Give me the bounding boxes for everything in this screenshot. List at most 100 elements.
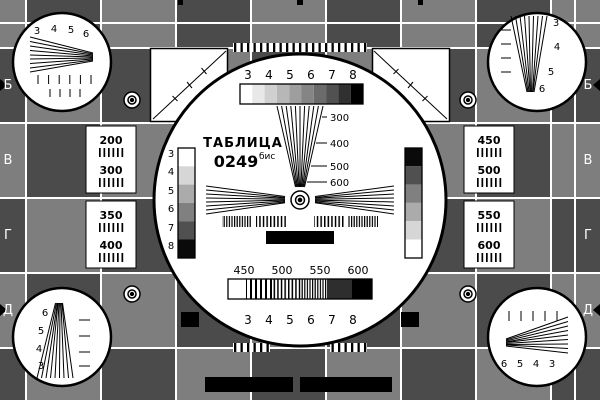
line-grating [256, 216, 286, 227]
tick-marks [79, 319, 90, 367]
bottom-castellation-comb-right [330, 343, 367, 352]
panel-value: 500 [478, 164, 501, 177]
frequency-burst [97, 223, 125, 232]
panel-value: 300 [100, 164, 123, 177]
wedge-number: 3 [549, 359, 555, 370]
row-letter: Д [3, 303, 13, 318]
row-letter: Г [4, 228, 12, 243]
row-letter: Б [584, 78, 593, 93]
corner-circle-bottom-right: 6 5 4 3 [486, 286, 588, 388]
wedge-labels: 300 400 500 600 [307, 113, 349, 189]
registration-target [459, 91, 477, 109]
row-letters-left: Б В Г Д [0, 78, 13, 318]
wedge-label: 500 [330, 162, 349, 173]
scale-number: 5 [286, 68, 294, 82]
horizontal-wedge-right [314, 185, 395, 215]
wedge-number: 5 [548, 67, 554, 78]
grayscale-bottom-numbers: 3 4 5 6 7 8 [244, 313, 357, 327]
row-letter: Г [584, 228, 592, 243]
tick-marks [508, 311, 558, 321]
row-marker-triangle [0, 304, 7, 316]
grayscale-top-numbers: 3 4 5 6 7 8 [244, 68, 357, 82]
side-panel-left-lower: 350 400 [85, 200, 137, 269]
row-letter: В [584, 153, 593, 168]
registration-target [123, 285, 141, 303]
center-bullseye [290, 190, 310, 210]
registration-targets [123, 91, 477, 303]
cropped-digit-mark [418, 0, 423, 5]
panel-value: 550 [478, 209, 501, 222]
registration-target [459, 285, 477, 303]
row-marker-triangle [593, 304, 600, 316]
wedge-number: 4 [51, 24, 57, 35]
card-title: ТАБЛИЦА [203, 136, 283, 151]
grayscale-bar-top [239, 83, 364, 105]
sync-bar-right [300, 377, 392, 392]
wedge-number: 6 [42, 308, 48, 319]
center-test-circle: 3 4 5 6 7 8 300 400 500 600 [152, 52, 448, 348]
row-letter: Д [583, 303, 593, 318]
wedge-number: 3 [34, 26, 40, 37]
wedge-number: 3 [553, 18, 559, 29]
bottom-castellation-comb-left [233, 343, 270, 352]
frequency-label: 550 [310, 264, 331, 277]
black-reference-bar [266, 231, 334, 244]
row-letter: В [4, 153, 13, 168]
black-reference-square-left [181, 312, 199, 327]
frequency-burst [97, 148, 125, 157]
card-number-suffix: бис [259, 152, 275, 162]
vertical-resolution-wedge [276, 105, 324, 188]
grid-line-right-edge [574, 0, 576, 400]
scale-number: 4 [168, 167, 174, 178]
wedge-number: 4 [554, 42, 560, 53]
tick-marks [501, 29, 511, 73]
top-crop-marks [178, 0, 423, 5]
scale-number: 6 [307, 68, 315, 82]
resolution-wedge [29, 36, 94, 73]
frequency-burst [475, 223, 503, 232]
frequency-burst [475, 148, 503, 157]
row-marker-triangle [593, 79, 600, 91]
side-panel-right-upper: 450 500 [463, 125, 515, 194]
resolution-wedge [505, 316, 569, 354]
frequency-bar-bottom [227, 278, 373, 300]
scale-number: 5 [168, 186, 174, 197]
scale-number: 4 [265, 68, 273, 82]
row-letter: Б [4, 78, 13, 93]
sync-bar-left [205, 377, 293, 392]
side-panel-right-lower: 550 600 [463, 200, 515, 269]
scale-number: 8 [349, 68, 357, 82]
wedge-number: 5 [38, 326, 44, 337]
top-castellation-comb [233, 43, 367, 52]
cropped-digit-mark [178, 0, 183, 5]
frequency-burst [475, 253, 503, 262]
grayscale-bar-right [404, 147, 423, 259]
side-panel-left-upper: 200 300 [85, 125, 137, 194]
wedge-label: 600 [330, 178, 349, 189]
frequency-burst [97, 253, 125, 262]
card-number: 0249 [214, 152, 259, 171]
scale-number: 8 [349, 313, 357, 327]
corner-circle-bottom-left: 6 5 4 3 [11, 286, 113, 388]
wedge-number: 4 [533, 359, 539, 370]
grayscale-bar-left [177, 147, 196, 259]
tick-marks [37, 75, 92, 97]
line-grating [348, 216, 378, 227]
panel-value: 350 [100, 209, 123, 222]
cropped-digit-mark [297, 0, 303, 5]
circle-outline [11, 11, 113, 113]
wedge-number: 6 [501, 359, 507, 370]
scale-number: 6 [307, 313, 315, 327]
row-letters-right: Б В Г Д [583, 78, 600, 318]
line-grating [222, 216, 252, 227]
circle-outline [486, 286, 588, 388]
frequency-label: 450 [234, 264, 255, 277]
resolution-wedge [510, 15, 548, 93]
frequency-burst [97, 178, 125, 187]
wedge-number: 5 [68, 25, 74, 36]
scale-number: 8 [168, 241, 174, 252]
panel-value: 200 [100, 134, 123, 147]
frequency-burst [475, 178, 503, 187]
scale-number: 7 [168, 223, 174, 234]
